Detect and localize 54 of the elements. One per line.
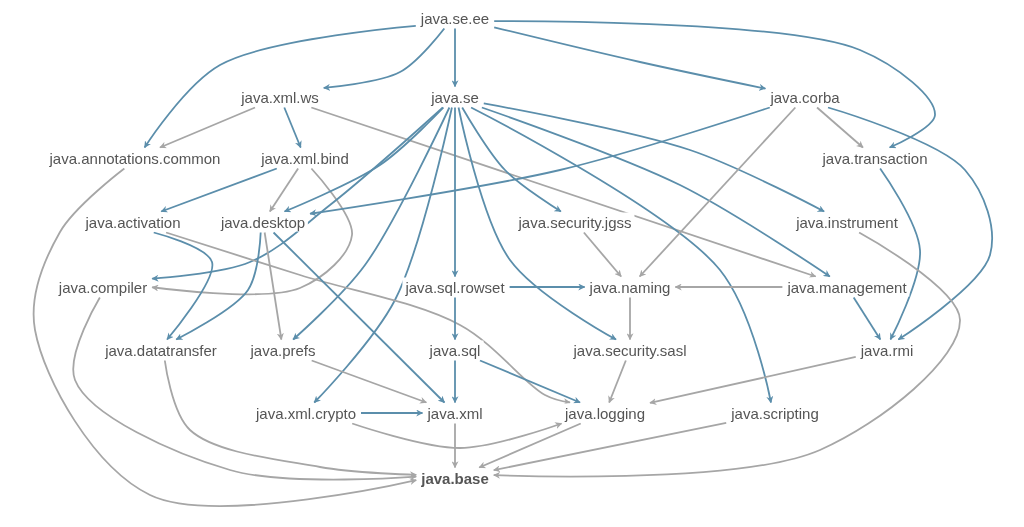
dependency-arrow [283,106,445,213]
module-label: java.security.jgss [515,212,635,232]
dependency-arrow [583,231,622,278]
dependency-arrow [827,106,993,341]
dependency-arrow [283,106,302,149]
dependency-arrow [175,231,262,341]
dependency-arrow [451,27,459,88]
module-label: java.sql.rowset [402,277,508,297]
dependency-arrow [313,106,453,404]
dependency-arrow [508,283,586,291]
dependency-arrow [451,296,459,341]
dependency-arrow [457,106,617,341]
dependency-arrow [480,106,831,278]
dependency-arrow [292,106,451,341]
dependency-arrow [152,231,214,341]
dependency-arrow [72,296,418,481]
dependency-arrow [626,296,634,341]
dependency-arrow [351,422,563,449]
dependency-arrow [360,409,424,417]
dependency-arrow [461,106,562,213]
dependency-arrow [674,283,784,291]
dependency-arrow [151,106,444,282]
dependency-arrow [310,106,817,278]
dependency-arrow [310,359,428,404]
dependency-arrow [482,102,825,213]
dependency-arrow [608,359,627,404]
dependency-arrow [272,231,446,404]
dependency-arrow [451,422,459,469]
dependency-arrow [165,231,571,406]
dependency-arrow [322,27,446,91]
dependency-arrow [143,24,417,149]
dependency-arrow [816,106,864,149]
module-label: java.sql [426,340,484,360]
dependency-arrow [263,231,284,341]
dependency-arrow [852,296,882,341]
dependency-arrow [493,20,936,149]
dependency-arrow [879,167,921,341]
dependency-arrow [470,106,774,404]
dependency-arrow [160,167,278,213]
dependency-arrow [493,26,767,91]
dependency-arrow [492,231,961,479]
dependency-arrow [492,422,728,473]
dependency-arrow [649,356,857,405]
dependency-arrow [451,359,459,404]
dependency-arrow [478,422,582,469]
dependency-arrow [269,167,299,213]
dependency-arrow [451,106,459,278]
dependency-arrow [309,106,771,217]
dependency-arrow [32,167,418,507]
dependency-arrow [479,359,581,404]
dependency-arrow [638,106,797,278]
dependency-arrow [159,106,256,149]
dependency-arrow [151,167,353,296]
dependency-arrow [163,359,418,479]
